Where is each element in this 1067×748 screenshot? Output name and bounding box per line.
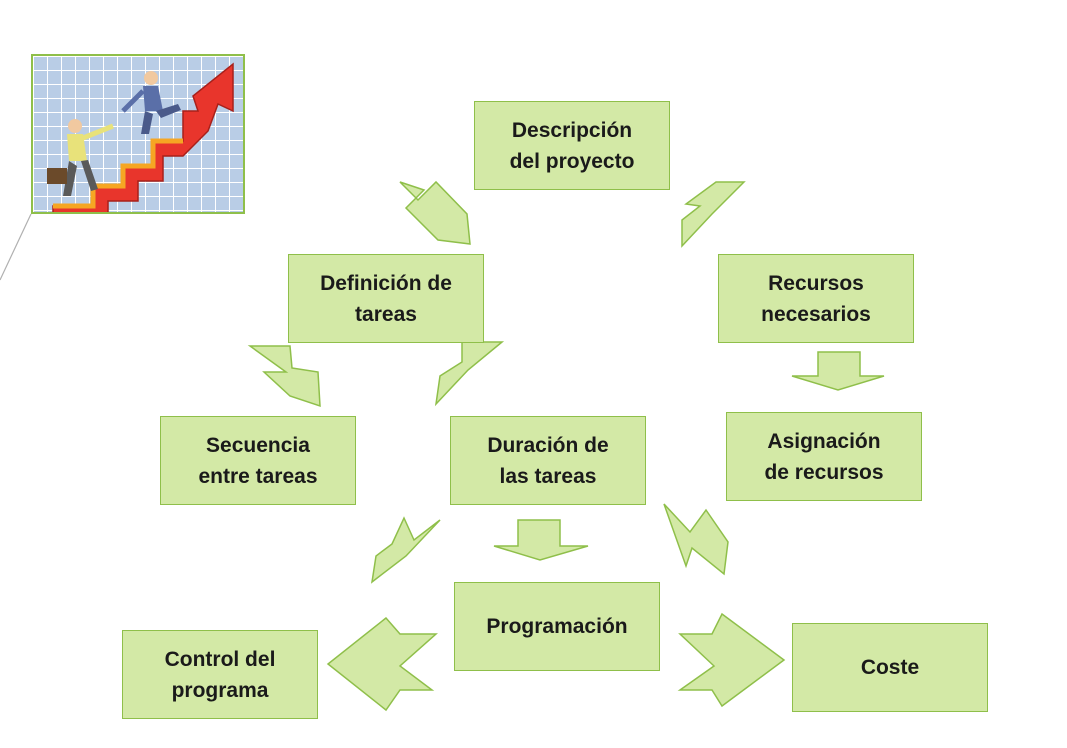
arrow-descripcion-definicion bbox=[399, 180, 471, 245]
node-duracion-de-las-tareas: Duración de las tareas bbox=[450, 416, 646, 505]
node-control-del-programa: Control del programa bbox=[122, 630, 318, 719]
node-coste: Coste bbox=[792, 623, 988, 712]
node-control-label: Control del programa bbox=[164, 647, 276, 702]
arrow-programacion-coste bbox=[677, 612, 786, 708]
node-programacion-label: Programación bbox=[486, 615, 628, 638]
node-asignacion-de-recursos: Asignación de recursos bbox=[726, 412, 922, 501]
node-programacion: Programación bbox=[454, 582, 660, 671]
node-asignacion-label: Asignación de recursos bbox=[764, 429, 884, 484]
node-coste-label: Coste bbox=[860, 656, 920, 679]
arrow-programacion-control bbox=[326, 616, 438, 712]
arrow-recursos-asignacion bbox=[791, 351, 885, 391]
node-definicion-de-tareas: Definición de tareas bbox=[288, 254, 484, 343]
node-definicion-label: Definición de tareas bbox=[320, 271, 452, 326]
arrow-descripcion-recursos bbox=[681, 181, 746, 248]
arrow-asignacion-programacion bbox=[663, 503, 729, 576]
arrow-definicion-secuencia bbox=[247, 345, 321, 408]
node-descripcion-label: Descripción del proyecto bbox=[509, 118, 635, 173]
node-duracion-label: Duración de las tareas bbox=[487, 433, 609, 488]
node-recursos-necesarios: Recursos necesarios bbox=[718, 254, 914, 343]
node-descripcion-del-proyecto: Descripción del proyecto bbox=[474, 101, 670, 190]
business-growth-illustration bbox=[31, 54, 245, 214]
callout-line bbox=[0, 213, 32, 281]
arrow-secuencia-programacion bbox=[370, 516, 441, 584]
node-recursos-label: Recursos necesarios bbox=[761, 271, 871, 326]
arrow-duracion-programacion bbox=[493, 519, 589, 561]
arrow-definicion-duracion bbox=[434, 341, 505, 407]
node-secuencia-entre-tareas: Secuencia entre tareas bbox=[160, 416, 356, 505]
node-secuencia-label: Secuencia entre tareas bbox=[198, 433, 318, 488]
climbing-arrow-icon bbox=[33, 56, 243, 212]
